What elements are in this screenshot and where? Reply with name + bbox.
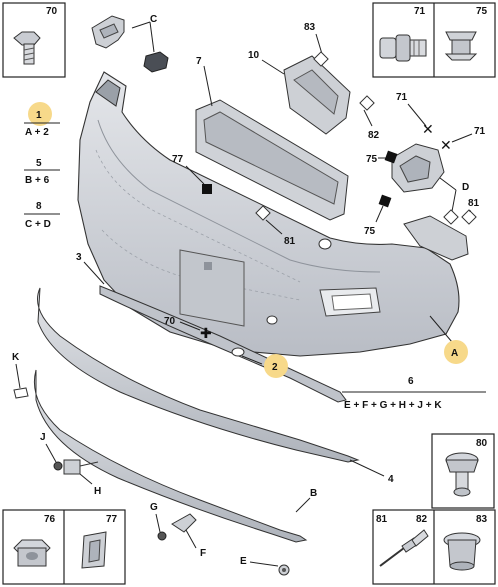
fraction-5-top: 5 xyxy=(36,158,42,169)
callout-81-right-group: 81 xyxy=(443,198,480,225)
callout-b: B xyxy=(310,488,317,499)
callout-a: A xyxy=(451,348,458,359)
box-71-label: 71 xyxy=(414,6,426,17)
square-marker-icon xyxy=(202,184,212,194)
callout-77: 77 xyxy=(172,154,184,165)
cross-marker-icon: ✕ xyxy=(440,137,452,153)
plus-marker-icon: ✚ xyxy=(200,325,212,341)
callout-70-group: 70 ✚ xyxy=(164,316,212,341)
callout-e: E xyxy=(240,556,247,567)
callout-g: G xyxy=(150,502,158,513)
box-76-77: 76 77 xyxy=(2,509,126,585)
box-70-label: 70 xyxy=(46,6,58,17)
callout-81-mid-group: 81 xyxy=(255,205,296,247)
square-marker-icon xyxy=(378,194,392,208)
callout-71-b: 71 xyxy=(474,126,486,137)
box-71-75: 71 75 xyxy=(372,2,496,78)
callout-71-a: 71 xyxy=(396,92,408,103)
fraction-1: 1 A + 2 xyxy=(24,102,60,138)
box-83-label: 83 xyxy=(476,514,488,525)
fraction-8-bottom: C + D xyxy=(25,219,51,230)
callout-k-group: K xyxy=(12,352,29,399)
part-d-brackets: D xyxy=(391,143,469,261)
box-82-label: 82 xyxy=(416,514,428,525)
grommet-icon xyxy=(443,532,481,571)
callout-71-b-group: 71 ✕ xyxy=(440,126,486,153)
fraction-1-top: 1 xyxy=(36,110,42,121)
callout-j-h-group: J H xyxy=(40,432,101,497)
callout-75-a-group: 75 xyxy=(366,150,398,165)
cross-marker-icon: ✕ xyxy=(422,121,434,137)
clip-nut-icon xyxy=(444,31,478,61)
part-4-trim: 4 xyxy=(37,287,394,485)
callout-82-group: 82 xyxy=(359,95,380,141)
callout-g-f-group: G F xyxy=(150,502,206,559)
screw-icon xyxy=(13,31,41,65)
callout-7: 7 xyxy=(196,56,202,67)
callout-75-a: 75 xyxy=(366,154,378,165)
callout-77-group: 77 xyxy=(172,154,212,194)
callout-71-a-group: 71 ✕ xyxy=(396,92,434,137)
callout-c: C xyxy=(150,14,157,25)
callout-81-b: 81 xyxy=(468,198,480,209)
highlight-marker xyxy=(28,102,52,126)
callout-f: F xyxy=(200,548,206,559)
box-81-label: 81 xyxy=(376,514,388,525)
bracket-c: C xyxy=(91,14,169,73)
callout-2-group: 2 xyxy=(231,347,288,378)
box-81-82-83: 81 82 83 xyxy=(372,509,496,585)
fraction-6: 6 E + F + G + H + J + K xyxy=(342,376,486,411)
nut-icon xyxy=(13,539,51,567)
box-80: 80 xyxy=(431,433,495,509)
push-rivet-icon xyxy=(445,452,479,497)
box-80-label: 80 xyxy=(476,438,488,449)
callout-83-group: 83 xyxy=(304,22,329,67)
box-75-label: 75 xyxy=(476,6,488,17)
callout-a-group: A xyxy=(429,315,468,364)
callout-82: 82 xyxy=(368,130,380,141)
callout-81-a: 81 xyxy=(284,236,296,247)
callout-d: D xyxy=(462,182,469,193)
callout-j: J xyxy=(40,432,46,443)
part-b-strip: B xyxy=(33,369,317,543)
highlight-marker xyxy=(444,340,468,364)
fraction-5-bottom: B + 6 xyxy=(25,175,50,186)
box-76-label: 76 xyxy=(44,514,56,525)
fraction-6-bottom: E + F + G + H + J + K xyxy=(344,400,442,411)
fraction-8-top: 8 xyxy=(36,201,42,212)
callout-75-b-group: 75 xyxy=(364,194,392,237)
nut-insert-icon xyxy=(379,34,427,62)
callout-3: 3 xyxy=(76,252,82,263)
part-10-plate: 10 xyxy=(248,50,351,135)
fraction-8: 8 C + D xyxy=(24,201,60,230)
callout-2: 2 xyxy=(272,362,278,373)
callout-10: 10 xyxy=(248,50,260,61)
callout-83: 83 xyxy=(304,22,316,33)
fraction-1-bottom: A + 2 xyxy=(25,127,49,138)
part-7-beam: 7 xyxy=(195,56,349,221)
callout-75-b: 75 xyxy=(364,226,376,237)
callout-4: 4 xyxy=(388,474,394,485)
box-70: 70 xyxy=(2,2,66,78)
blind-rivet-icon xyxy=(379,529,429,567)
callout-h: H xyxy=(94,486,101,497)
fraction-6-top: 6 xyxy=(408,376,414,387)
highlight-marker xyxy=(264,354,288,378)
box-77-label: 77 xyxy=(106,514,118,525)
callout-70: 70 xyxy=(164,316,176,327)
square-marker-icon xyxy=(384,150,398,164)
callout-e-group: E xyxy=(240,556,290,576)
fraction-5: 5 B + 6 xyxy=(24,158,60,186)
callout-k: K xyxy=(12,352,20,363)
clip-icon xyxy=(81,531,107,569)
